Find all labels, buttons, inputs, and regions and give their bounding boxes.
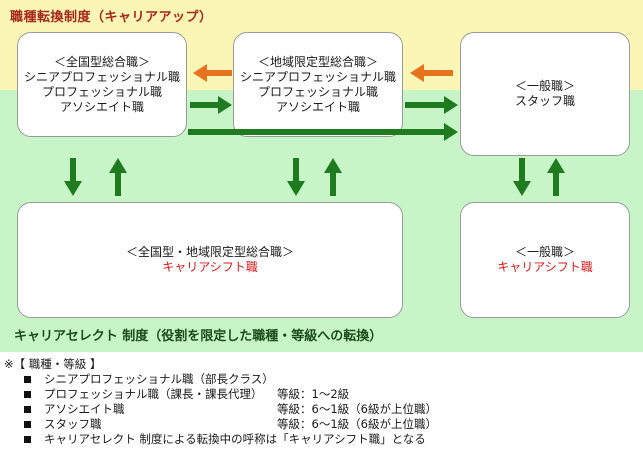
general-staff-heading: ＜一般職＞ [514, 79, 575, 93]
notes-role-name: スタッフ職 [44, 417, 102, 431]
regional-senior-professional: シニアプロフェッショナル職 [239, 69, 396, 84]
regional-professional: プロフェッショナル職 [257, 84, 378, 99]
notes-section: ※【 職種・等級 】 シニアプロフェッショナル職（部長クラス） プロフェッショナ… [4, 357, 640, 447]
national-senior-professional: シニアプロフェッショナル職 [23, 69, 180, 84]
arrow-pair-regional-shift [287, 158, 342, 196]
national-career-box: ＜全国型総合職＞ シニアプロフェッショナル職 プロフェッショナル職 アソシエイト… [17, 32, 187, 137]
bullet-square-icon [24, 406, 31, 413]
notes-role-grade: 等級：1〜2級 [277, 387, 350, 401]
career-select-title: キャリアセレクト 制度（役割を限定した職種・等級への転換） [14, 329, 383, 344]
national-regional-shift-role: キャリアシフト職 [162, 260, 258, 274]
general-shift-box: ＜一般職＞ キャリアシフト職 [460, 202, 630, 318]
regional-associate: アソシエイト職 [275, 99, 360, 114]
notes-row: スタッフ職 等級：6〜1級（6級が上位職） [4, 417, 640, 432]
national-professional: プロフェッショナル職 [41, 84, 162, 99]
arrow-pair-general-shift [513, 158, 565, 196]
notes-role-name: シニアプロフェッショナル職（部長クラス） [44, 372, 274, 386]
national-regional-shift-heading: ＜全国型・地域限定型総合職＞ [125, 245, 294, 259]
national-associate: アソシエイト職 [59, 99, 144, 114]
notes-row: アソシエイト職 等級：6〜1級（6級が上位職） [4, 402, 640, 417]
orange-arrow-general-to-regional [410, 64, 453, 82]
general-shift-heading: ＜一般職＞ [514, 245, 575, 259]
bullet-square-icon [24, 421, 31, 428]
bullet-square-icon [24, 391, 31, 398]
notes-row: キャリアセレクト 制度による転換中の呼称は「キャリアシフト職」となる [4, 432, 640, 447]
green-arrow-regional-to-general [405, 96, 458, 114]
orange-arrow-regional-to-national [193, 64, 232, 82]
national-regional-shift-box: ＜全国型・地域限定型総合職＞ キャリアシフト職 [17, 202, 403, 318]
career-up-title: 職種転換制度（キャリアアップ） [10, 10, 213, 25]
bullet-square-icon [24, 376, 31, 383]
regional-career-box: ＜地域限定型総合職＞ シニアプロフェッショナル職 プロフェッショナル職 アソシエ… [233, 32, 403, 137]
notes-role-name: アソシエイト職 [44, 402, 125, 416]
general-staff-box: ＜一般職＞ スタッフ職 [460, 32, 630, 156]
general-staff-role: スタッフ職 [514, 94, 575, 108]
bullet-square-icon [24, 436, 31, 443]
notes-role-name: プロフェッショナル職（課長・課長代理） [44, 387, 263, 401]
green-arrow-national-to-general [188, 123, 458, 141]
notes-header: ※【 職種・等級 】 [4, 357, 102, 371]
green-arrow-national-to-regional [190, 96, 232, 114]
national-career-heading: ＜全国型総合職＞ [53, 54, 150, 69]
arrow-pair-national-shift [64, 158, 127, 196]
notes-row: プロフェッショナル職（課長・課長代理） 等級：1〜2級 [4, 387, 640, 402]
regional-career-heading: ＜地域限定型総合職＞ [257, 54, 378, 69]
general-shift-role: キャリアシフト職 [497, 260, 593, 274]
notes-role-grade: 等級：6〜1級（6級が上位職） [277, 402, 437, 416]
notes-role-grade: 等級：6〜1級（6級が上位職） [277, 417, 437, 431]
notes-role-name: キャリアセレクト 制度による転換中の呼称は「キャリアシフト職」となる [44, 432, 426, 446]
notes-row: シニアプロフェッショナル職（部長クラス） [4, 372, 640, 387]
